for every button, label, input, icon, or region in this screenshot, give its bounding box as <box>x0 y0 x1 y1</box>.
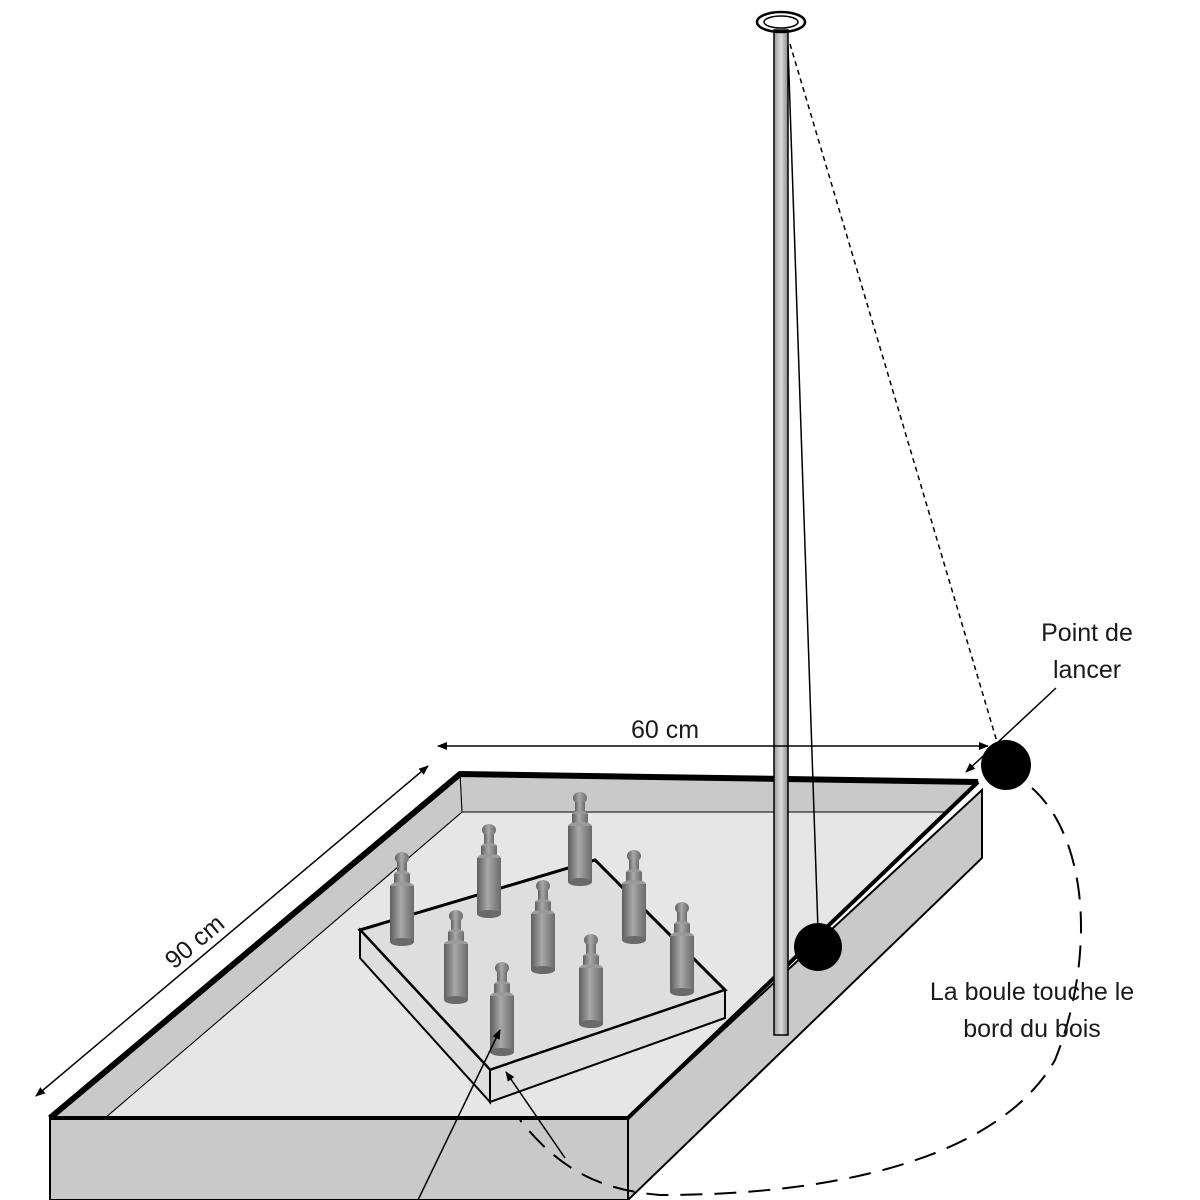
ball-trajectory <box>519 787 1082 1197</box>
annotation-ball-touch: La boule touche le bord du bois <box>930 978 1134 1043</box>
width-label: 60 cm <box>631 716 699 744</box>
ball-touch-label-line2: bord du bois <box>963 1015 1101 1043</box>
pendulum-string <box>787 45 819 931</box>
ball-launch-position <box>981 740 1031 790</box>
launch-point-label-line2: lancer <box>1053 656 1121 684</box>
pointer-to-base <box>505 1071 566 1159</box>
length-arrow <box>35 765 429 1097</box>
pointer-to-pin <box>417 1029 501 1200</box>
dimension-width: 60 cm <box>437 716 989 750</box>
box-front-wall <box>49 1117 629 1200</box>
pole-ring <box>755 10 807 34</box>
ball-touch-label-line1: La boule touche le <box>930 978 1134 1006</box>
bottom-pointers <box>417 1029 566 1200</box>
pole-ring-inner <box>763 15 799 29</box>
pendulum <box>519 10 1082 1197</box>
launch-point-pointer <box>965 687 1057 773</box>
box-rim-right <box>50 780 980 1120</box>
pole <box>773 29 789 1036</box>
pendulum-string-launch <box>789 43 1001 753</box>
launch-point-label-line1: Point de <box>1041 619 1133 647</box>
ball-at-rest <box>794 923 842 971</box>
pin-base-front-side <box>489 988 726 1104</box>
annotation-launch-point: Point de lancer <box>965 619 1133 773</box>
